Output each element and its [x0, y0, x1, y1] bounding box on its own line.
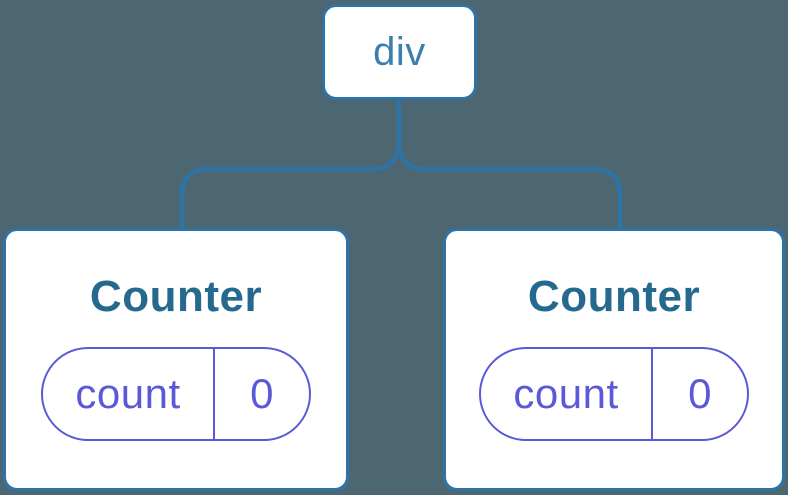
state-name: count [75, 370, 181, 418]
component-title: Counter [89, 272, 263, 321]
connector-right-branch [396, 100, 623, 228]
state-value-cell: 0 [653, 349, 747, 439]
root-node: div [322, 4, 477, 100]
state-name-cell: count [43, 349, 215, 440]
state-value: 0 [688, 370, 712, 418]
state-pill: count 0 [41, 347, 311, 442]
connector-left-branch [179, 100, 402, 228]
component-card-right: Counter count 0 [443, 228, 785, 491]
component-title: Counter [527, 272, 701, 321]
state-value: 0 [250, 370, 274, 418]
state-value-cell: 0 [215, 349, 309, 439]
state-pill: count 0 [479, 347, 749, 442]
component-card-left: Counter count 0 [3, 228, 349, 491]
root-node-label: div [373, 29, 426, 74]
state-name-cell: count [481, 349, 653, 440]
state-name: count [513, 370, 619, 418]
